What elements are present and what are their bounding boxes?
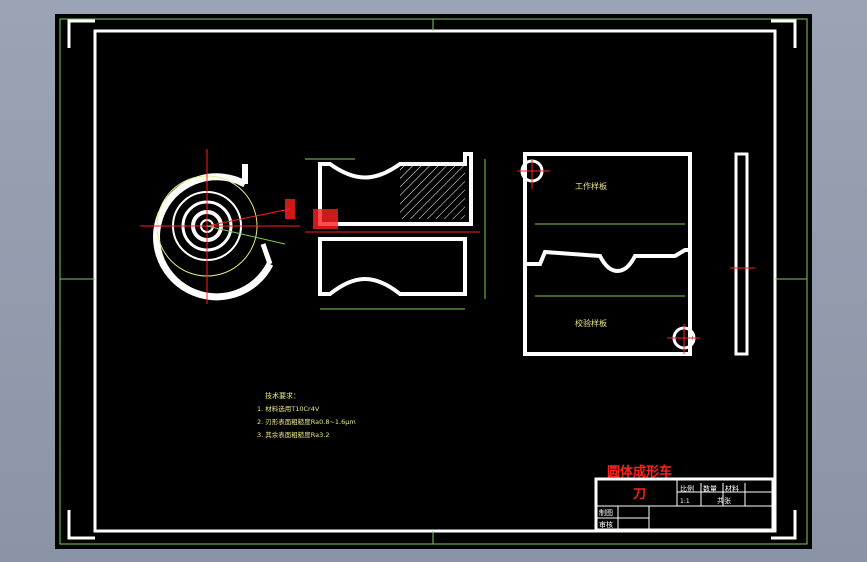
drawing-title: 圆体成形车 [607,464,672,480]
centering-marks [60,19,807,544]
scale-value: 1:1 [680,498,690,505]
sheet-label: 共张 [717,496,731,505]
drawing-frame [93,29,777,533]
tech-note-item: 1. 材料选用T10Cr4V [257,404,320,413]
tech-note-item: 3. 其余表面粗糙度Ra3.2 [257,430,329,439]
review-label: 审核 [599,520,613,529]
technical-notes: 技术要求： 1. 材料选用T10Cr4V 2. 刃形表面粗糙度Ra0.8~1.6… [257,391,356,439]
scale-header: 比例 [680,484,694,493]
tool-section-view [305,152,486,310]
quantity-header: 数量 [703,484,717,493]
lower-template-label: 校验样板 [575,318,607,328]
template-side-view [730,152,755,356]
drawing-title-cont: 刀 [633,487,646,502]
drawing-canvas: 工作样板 校验样板 技术要求： 1. 材料选用T10Cr4V 2. 刃形表面粗糙… [59,18,808,545]
template-plate-view: 工作样板 校验样板 [517,152,700,356]
drawing-label: 制图 [599,508,613,517]
tech-notes-heading: 技术要求： [265,391,300,400]
material-header: 材料 [725,484,739,493]
cad-viewport[interactable]: 工作样板 校验样板 技术要求： 1. 材料选用T10Cr4V 2. 刃形表面粗糙… [55,14,812,549]
tech-note-item: 2. 刃形表面粗糙度Ra0.8~1.6μm [257,417,356,426]
circular-tool-front-view [140,149,300,304]
corner-marks [67,19,797,540]
title-block: 圆体成形车 刀 比例 数量 材料 1:1 共张 制图 审核 [594,464,775,532]
upper-template-label: 工作样板 [575,181,607,191]
